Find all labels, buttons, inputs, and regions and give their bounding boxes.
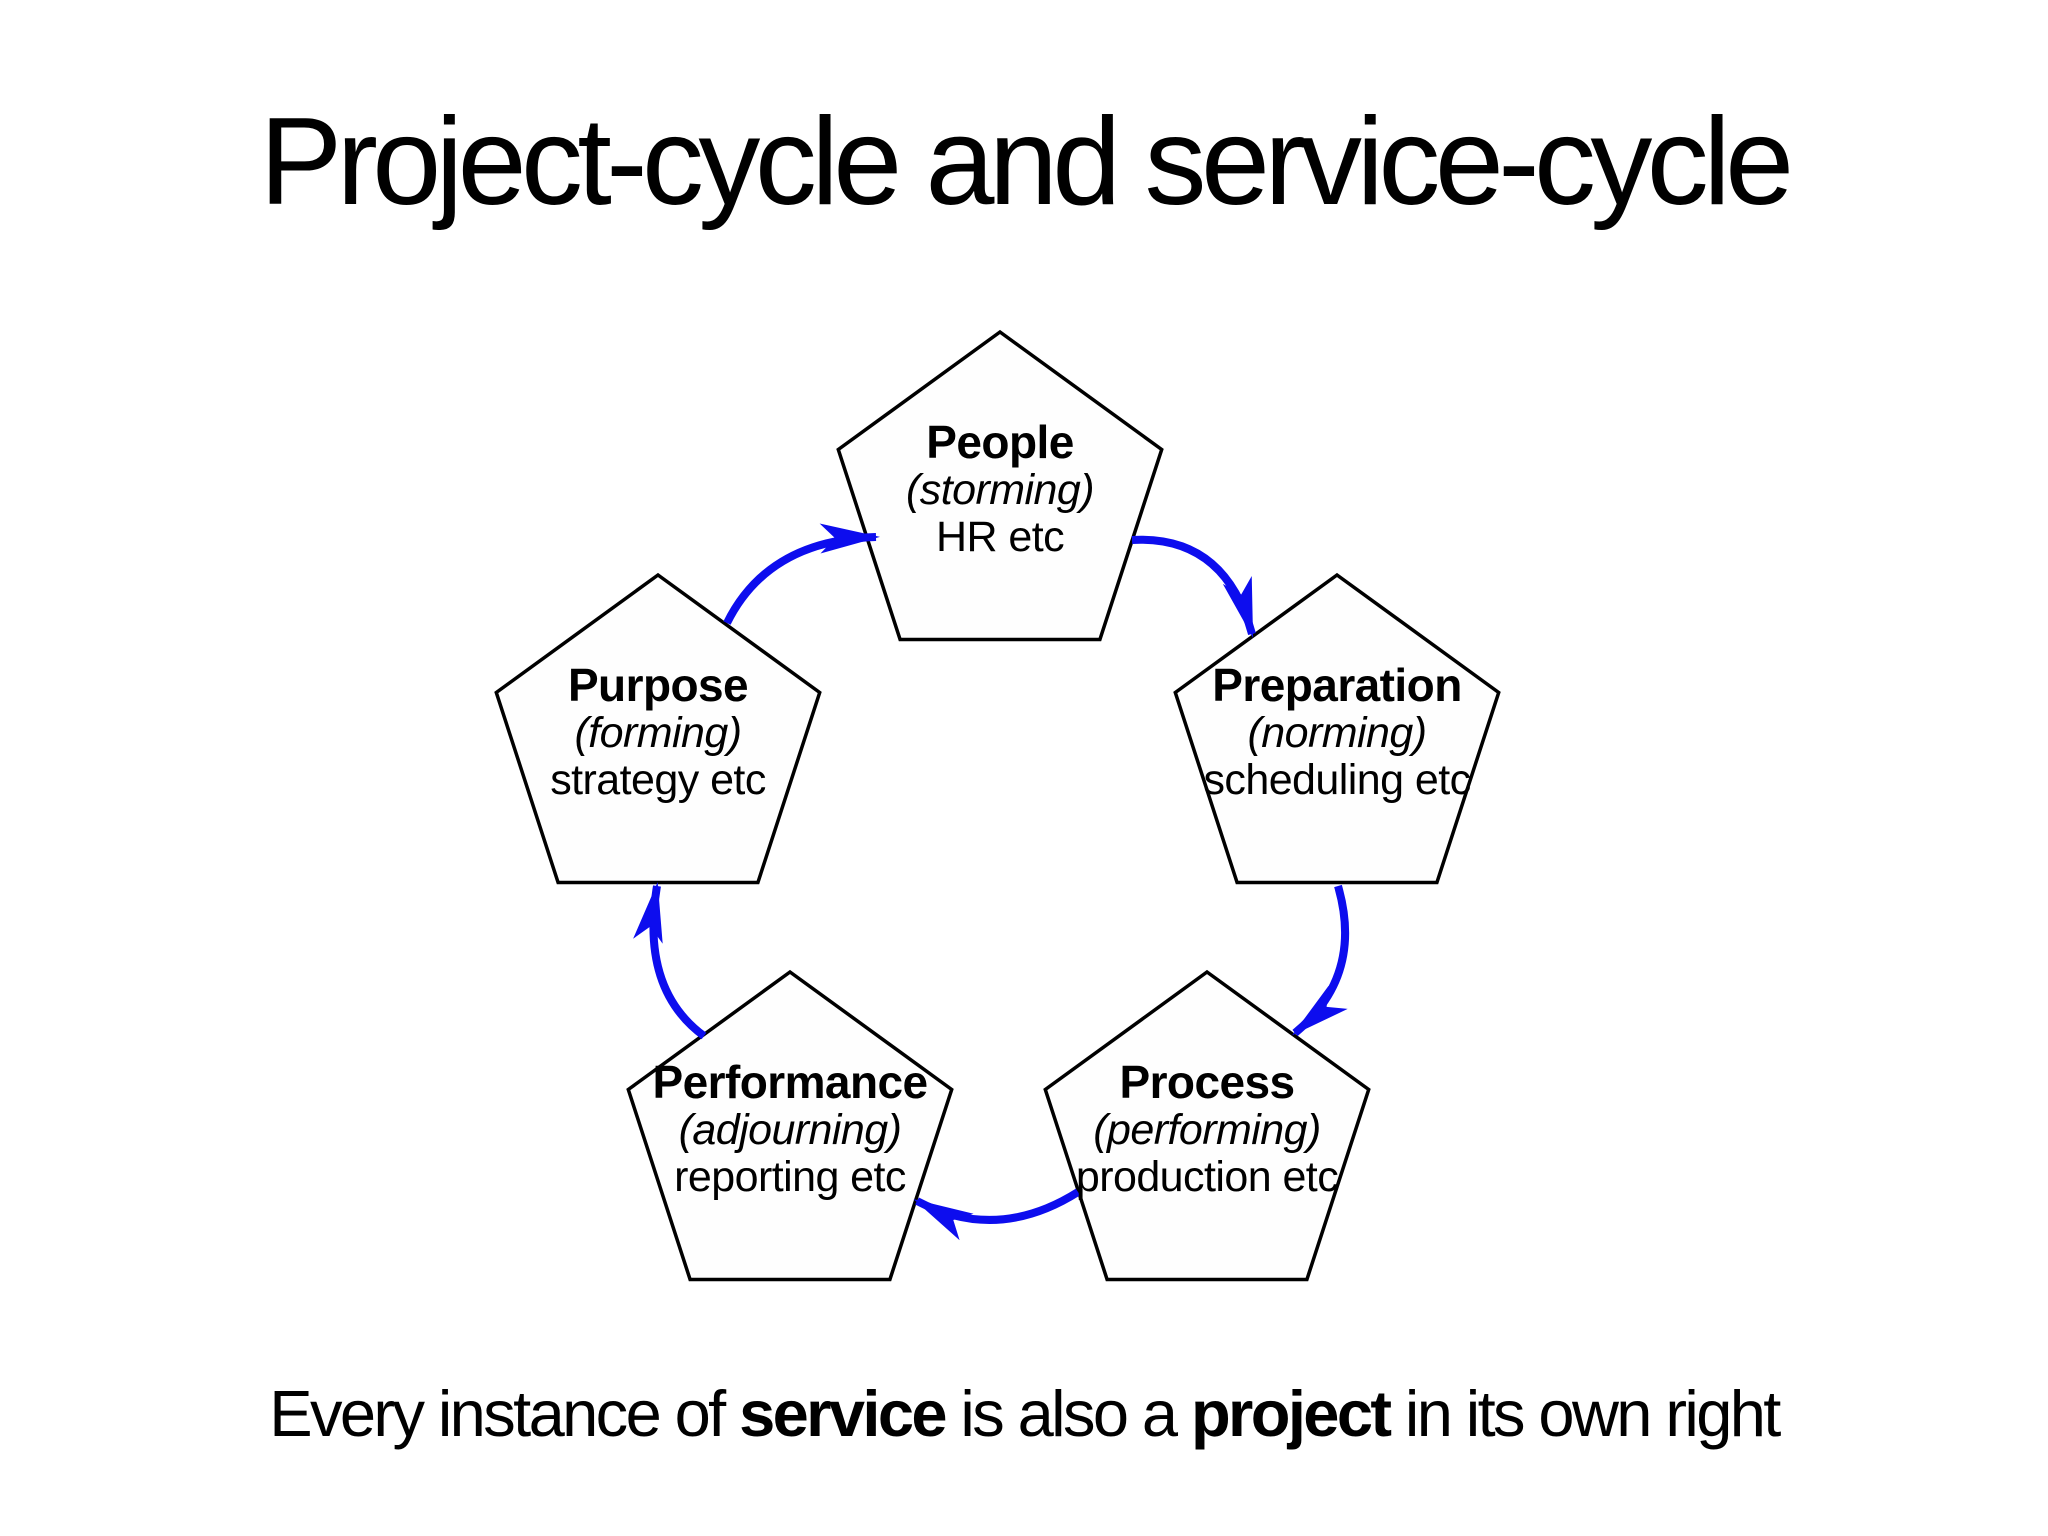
node-stage: (adjourning) (678, 1106, 902, 1154)
node-name: Purpose (567, 659, 749, 711)
pentagon-process (1043, 969, 1371, 1282)
arrow-performance-to-purpose (633, 882, 707, 1040)
node-stage: (performing) (1093, 1106, 1321, 1154)
node-label-purpose: Purpose (forming) strategy etc (478, 660, 838, 804)
caption: Every instance of service is also a proj… (0, 1376, 2048, 1451)
node-name: Preparation (1212, 659, 1462, 711)
node-label-preparation: Preparation (norming) scheduling etc (1157, 660, 1517, 804)
node-examples: scheduling etc (1203, 756, 1471, 804)
node-stage: (storming) (906, 466, 1094, 514)
node-examples: strategy etc (550, 756, 766, 804)
arrow-people-to-preparation (1131, 535, 1256, 638)
caption-bold-project: project (1190, 1377, 1392, 1450)
caption-text: in its own right (1389, 1377, 1781, 1450)
node-examples: HR etc (935, 513, 1065, 561)
node-label-performance: Performance (adjourning) reporting etc (610, 1057, 970, 1201)
pentagon-preparation (1173, 572, 1501, 885)
arrow-purpose-to-people (723, 523, 880, 625)
caption-bold-service: service (739, 1377, 948, 1450)
node-examples: reporting etc (674, 1153, 906, 1201)
arrow-preparation-to-process (1291, 884, 1350, 1037)
node-stage: (norming) (1247, 709, 1428, 757)
node-label-people: People (storming) HR etc (820, 417, 1180, 561)
slide-title: Project-cycle and service-cycle (259, 93, 1794, 231)
node-name: People (926, 416, 1074, 468)
node-examples: production etc (1075, 1153, 1339, 1201)
node-name: Performance (652, 1056, 928, 1108)
arrow-process-to-performance (913, 1188, 1081, 1241)
pentagon-people (836, 329, 1164, 642)
node-name: Process (1119, 1056, 1295, 1108)
caption-text: is also a (944, 1377, 1191, 1450)
pentagon-performance (626, 969, 954, 1282)
node-label-process: Process (performing) production etc (1027, 1057, 1387, 1201)
node-stage: (forming) (574, 709, 743, 757)
caption-text: Every instance of (269, 1377, 740, 1450)
